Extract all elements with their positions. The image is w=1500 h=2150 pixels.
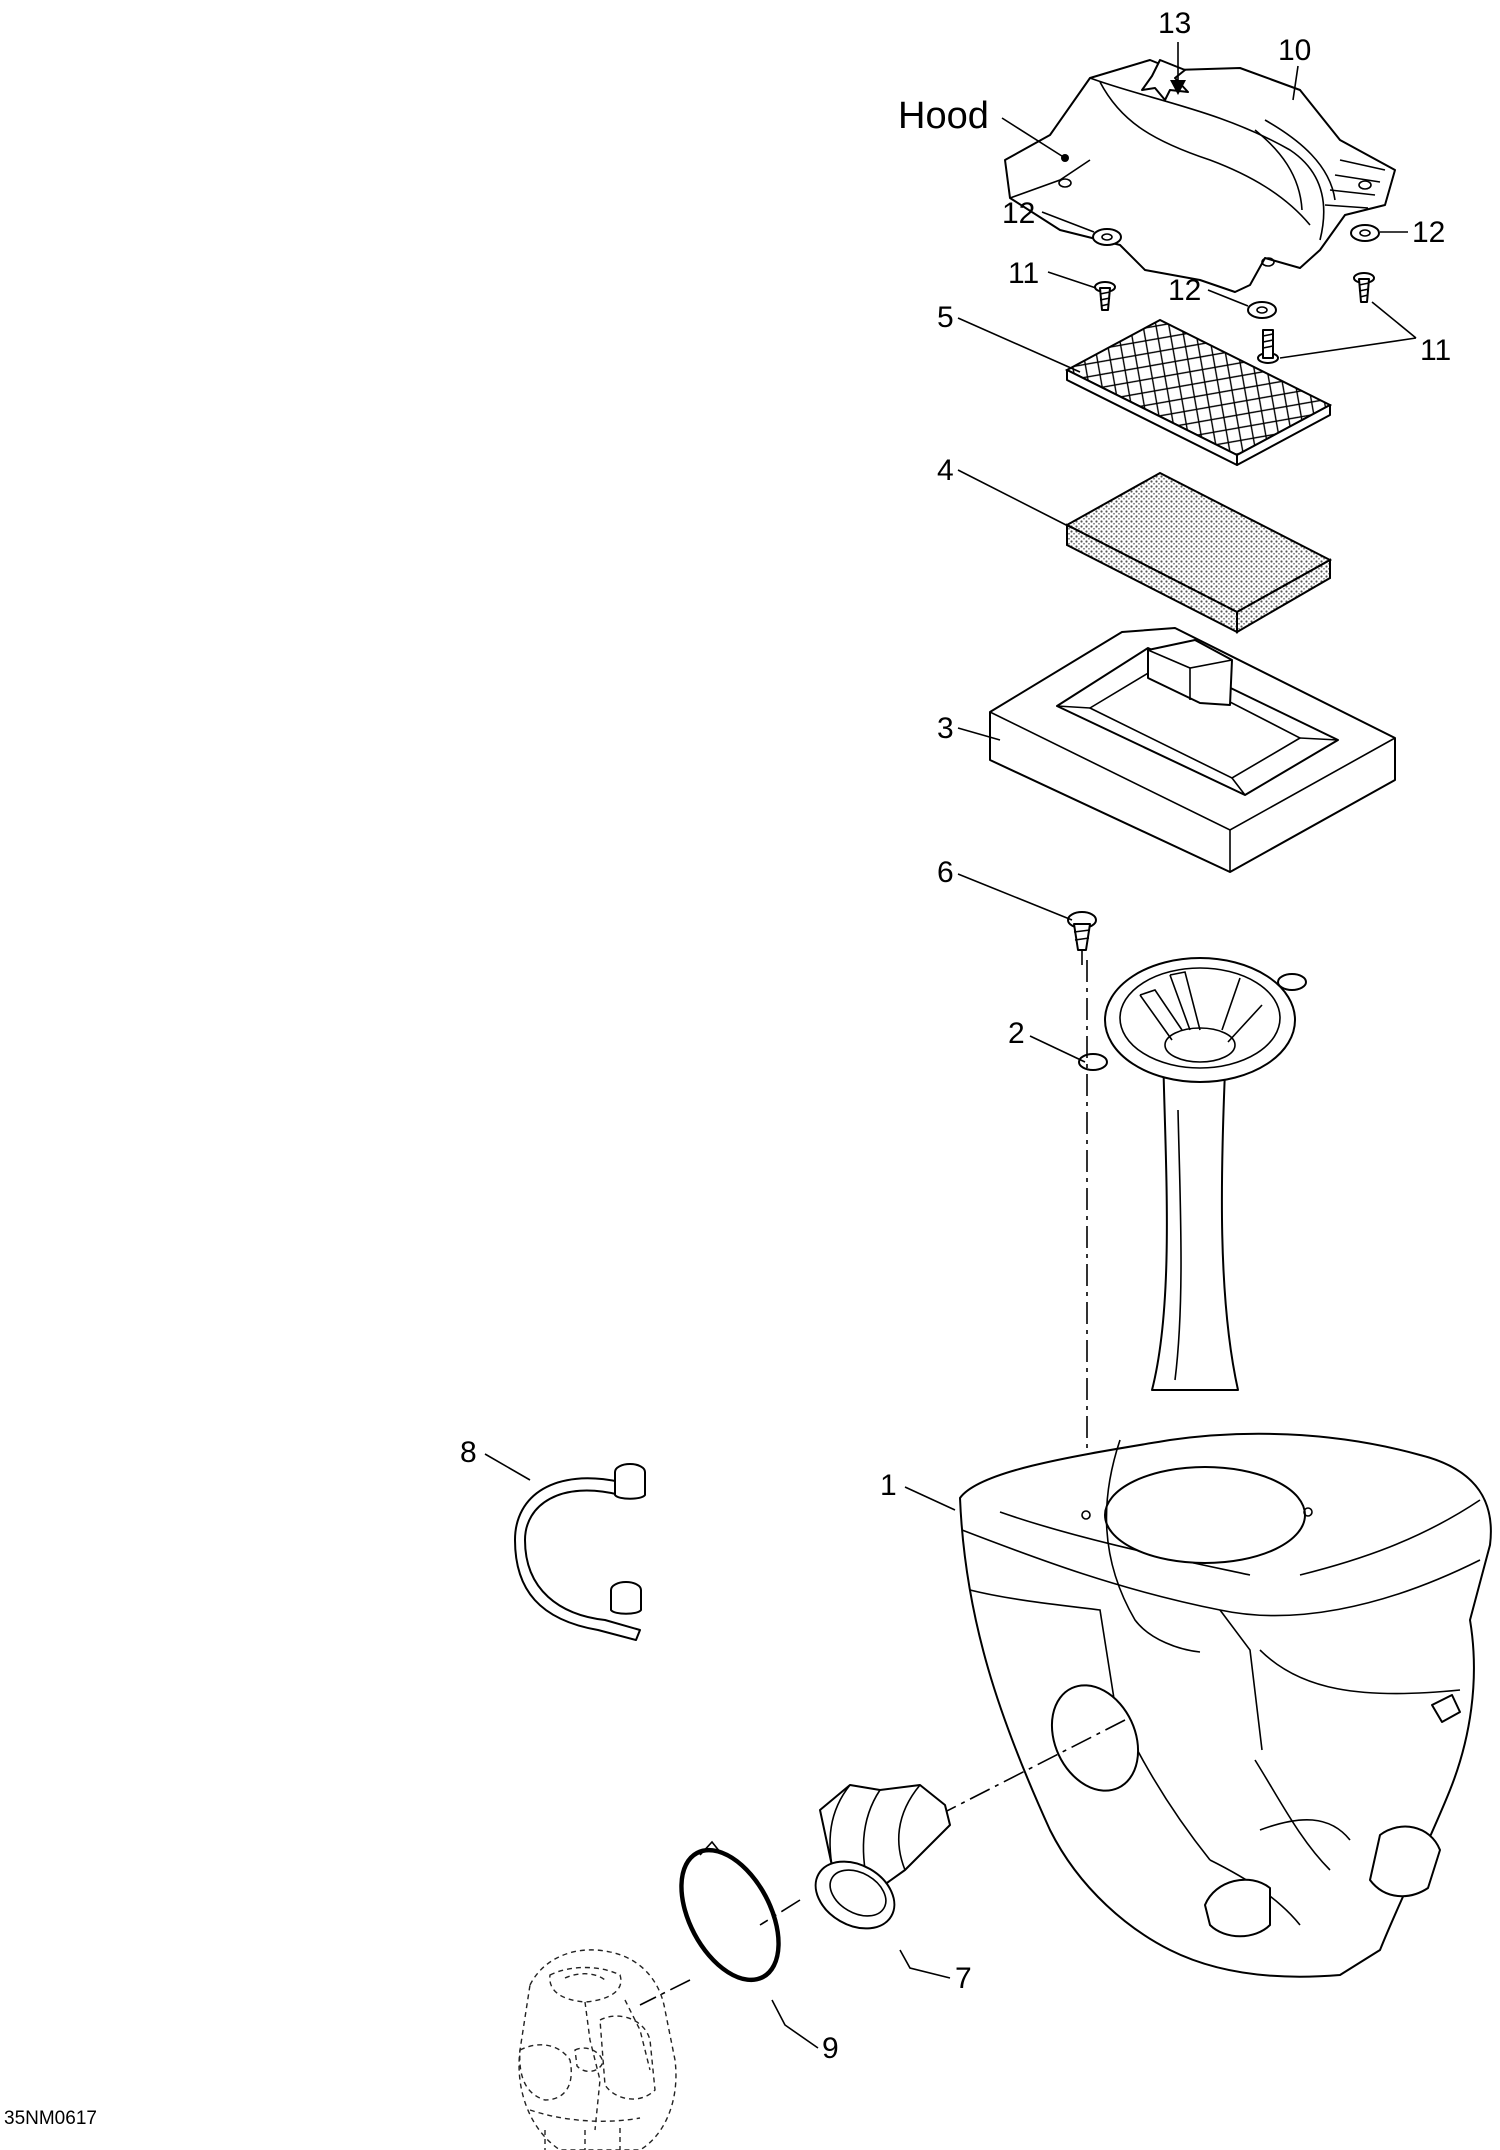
callout-6: 6	[937, 856, 954, 889]
leader-4	[957, 469, 1073, 529]
washer-right	[1350, 224, 1380, 242]
callout-1: 1	[880, 1469, 897, 1502]
hood-label: Hood	[898, 95, 989, 137]
mesh-screen-part	[1064, 318, 1333, 466]
callout-12-center: 12	[1168, 274, 1201, 307]
callout-10: 10	[1278, 34, 1311, 67]
callout-4: 4	[937, 454, 954, 487]
screw-center	[1257, 329, 1279, 364]
screw-right	[1353, 272, 1375, 303]
leader-2	[1029, 1035, 1086, 1063]
leader-12-center	[1207, 289, 1249, 307]
carburetor-reference	[518, 1949, 677, 2150]
leader-8	[484, 1453, 531, 1481]
rubber-adaptor-part	[814, 1784, 951, 1930]
filter-tray-part	[989, 627, 1396, 873]
callout-2: 2	[1008, 1017, 1025, 1050]
hood-leader	[1001, 117, 1066, 159]
leader-13-arrow	[1170, 80, 1186, 95]
foam-filter-part	[1064, 471, 1333, 634]
hood-leader-dot	[1061, 154, 1069, 162]
leader-9	[771, 1999, 819, 2049]
callout-5: 5	[937, 301, 954, 334]
callout-13: 13	[1158, 7, 1191, 40]
alignment-axis-diagonal-3	[639, 1979, 691, 2006]
leader-11-left	[1047, 271, 1097, 289]
airbox-part	[959, 1432, 1492, 1978]
callout-8: 8	[460, 1436, 477, 1469]
strap-part	[514, 1463, 646, 1641]
alignment-axis-diagonal-2	[759, 1899, 801, 1926]
leader-7	[899, 1949, 951, 1979]
callout-11-right: 11	[1420, 334, 1451, 367]
leader-1	[904, 1486, 956, 1511]
callout-9: 9	[822, 2032, 839, 2065]
leader-11-right-b	[1279, 337, 1417, 359]
drawing-code: 35NM0617	[4, 2108, 97, 2129]
callout-12-left: 12	[1002, 197, 1035, 230]
callout-12-right: 12	[1412, 216, 1445, 249]
clamp-ring-part	[679, 1840, 781, 1983]
washer-left	[1092, 228, 1122, 246]
callout-11-left: 11	[1008, 257, 1039, 290]
leader-3	[957, 727, 1001, 741]
hood-part	[1004, 59, 1396, 293]
intake-funnel-part	[1078, 957, 1307, 1391]
washer-center	[1247, 301, 1277, 319]
callout-7: 7	[955, 1962, 972, 1995]
leader-11-right-a	[1371, 301, 1417, 339]
callout-3: 3	[937, 712, 954, 745]
leader-6	[957, 873, 1073, 921]
leader-10	[1292, 65, 1299, 101]
fastener-part	[1067, 911, 1097, 965]
screw-left	[1094, 281, 1116, 311]
leader-12-left	[1041, 211, 1095, 233]
leader-5	[957, 317, 1081, 373]
